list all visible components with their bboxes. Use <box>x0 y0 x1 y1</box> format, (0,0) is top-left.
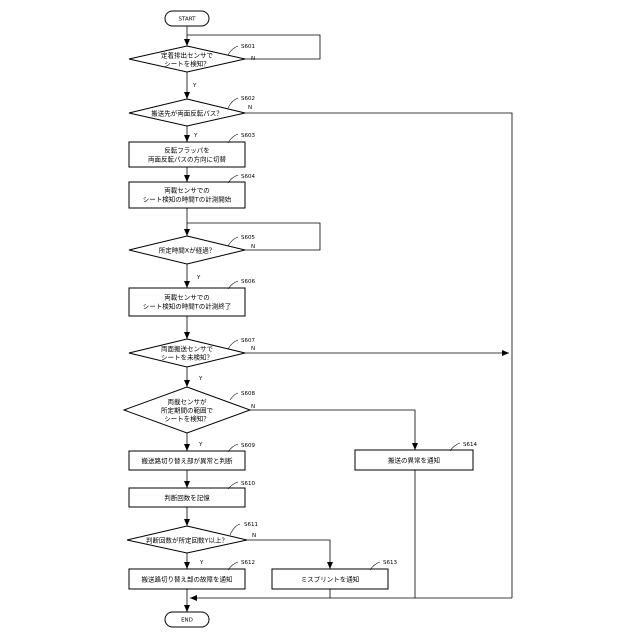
s613-line-1: ミスプリントを通知 <box>301 575 360 584</box>
s608-line-1: 両載センサが <box>168 397 208 406</box>
s609-line-1: 搬送路切り替え部が異常と判断 <box>142 456 234 465</box>
decision-s608: 両載センサが 所定期間の範囲で シートを検知？ <box>124 387 250 433</box>
s612-line-1: 搬送路切り替え部の故障を通知 <box>142 575 233 584</box>
process-s613: ミスプリントを通知 <box>272 569 388 589</box>
s602-no-label: N <box>248 105 252 111</box>
s610-line-1: 判断回数を記憶 <box>164 493 210 502</box>
s604-line-1: 両載センサでの <box>164 186 210 195</box>
s603-line-2: 両面反転パスの方向に切替 <box>148 155 227 164</box>
s607-id: S607 <box>241 338 255 344</box>
s602-yes-label: Y <box>193 133 198 139</box>
s614-id: S614 <box>463 442 477 448</box>
s611-line-1: 判断回数が所定回数Y以上？ <box>146 536 228 545</box>
s607-line-1: 両面搬送センサで <box>161 344 214 353</box>
step-ids: S601 S602 S603 S604 S605 S606 S607 S608 … <box>228 44 477 570</box>
process-s604: 両載センサでの シート検知の時間Tの計測開始 <box>129 182 245 208</box>
process-s603: 反転フラッパを 両面反転パスの方向に切替 <box>129 142 245 167</box>
process-s614: 搬送の異常を通知 <box>355 450 473 470</box>
s608-line-2: 所定期間の範囲で <box>161 406 214 415</box>
s614-line-1: 搬送の異常を通知 <box>388 456 440 465</box>
s607-line-2: シートを未検知？ <box>161 353 213 362</box>
decision-s601: 定着排出センサで シートを検知？ <box>129 46 245 72</box>
s609-id: S609 <box>241 443 255 449</box>
decision-s605: 所定時間Xが経過？ <box>129 236 245 264</box>
s611-id: S611 <box>244 522 258 528</box>
s605-id: S605 <box>241 235 255 241</box>
s604-id: S604 <box>241 174 255 180</box>
s605-line-1: 所定時間Xが経過？ <box>159 246 215 255</box>
s601-yes-label: Y <box>192 83 197 89</box>
s608-no-label: N <box>251 404 255 410</box>
process-s612: 搬送路切り替え部の故障を通知 <box>129 569 245 589</box>
s602-id: S602 <box>241 96 255 102</box>
s601-no-label: N <box>251 56 255 62</box>
s607-yes-label: Y <box>198 376 203 382</box>
s608-yes-label: Y <box>198 442 203 448</box>
s602-line-1: 搬送先が両面反転パス？ <box>151 109 223 118</box>
s612-id: S612 <box>241 560 255 566</box>
s601-line-2: シートを検知？ <box>164 59 210 68</box>
s611-yes-label: Y <box>199 560 204 566</box>
process-s609: 搬送路切り替え部が異常と判断 <box>129 451 245 470</box>
s605-no-label: N <box>251 244 255 250</box>
s608-id: S608 <box>241 391 255 397</box>
s607-no-label: N <box>251 346 255 352</box>
s611-no-label: N <box>252 533 256 539</box>
process-s606: 両載センサでの シート検知の時間Tの計測終了 <box>129 288 245 316</box>
s603-line-1: 反転フラッパを <box>164 146 210 155</box>
s606-line-2: シート検知の時間Tの計測終了 <box>143 302 231 311</box>
decision-s607: 両面搬送センサで シートを未検知？ <box>129 339 245 367</box>
s604-line-2: シート検知の時間Tの計測開始 <box>143 195 232 204</box>
s606-id: S606 <box>241 279 255 285</box>
start-terminal: START <box>165 11 209 26</box>
s613-id: S613 <box>383 560 397 566</box>
end-terminal: END <box>165 612 209 627</box>
s603-id: S603 <box>241 133 255 139</box>
start-label: START <box>179 17 197 23</box>
s601-id: S601 <box>241 44 255 50</box>
decision-s611: 判断回数が所定回数Y以上？ <box>127 526 247 553</box>
arrow-s611-no-to-s613 <box>247 540 330 569</box>
end-label: END <box>181 618 193 624</box>
s608-line-3: シートを検知？ <box>164 414 210 423</box>
line-s602-no <box>245 113 512 598</box>
s610-id: S610 <box>241 481 255 487</box>
s601-line-1: 定着排出センサで <box>161 51 214 60</box>
process-s610: 判断回数を記憶 <box>129 488 245 507</box>
arrow-s608-no-to-s614 <box>250 410 415 450</box>
s606-line-1: 両載センサでの <box>164 293 210 302</box>
decision-s602: 搬送先が両面反転パス？ <box>129 99 245 126</box>
s605-yes-label: Y <box>196 275 201 281</box>
